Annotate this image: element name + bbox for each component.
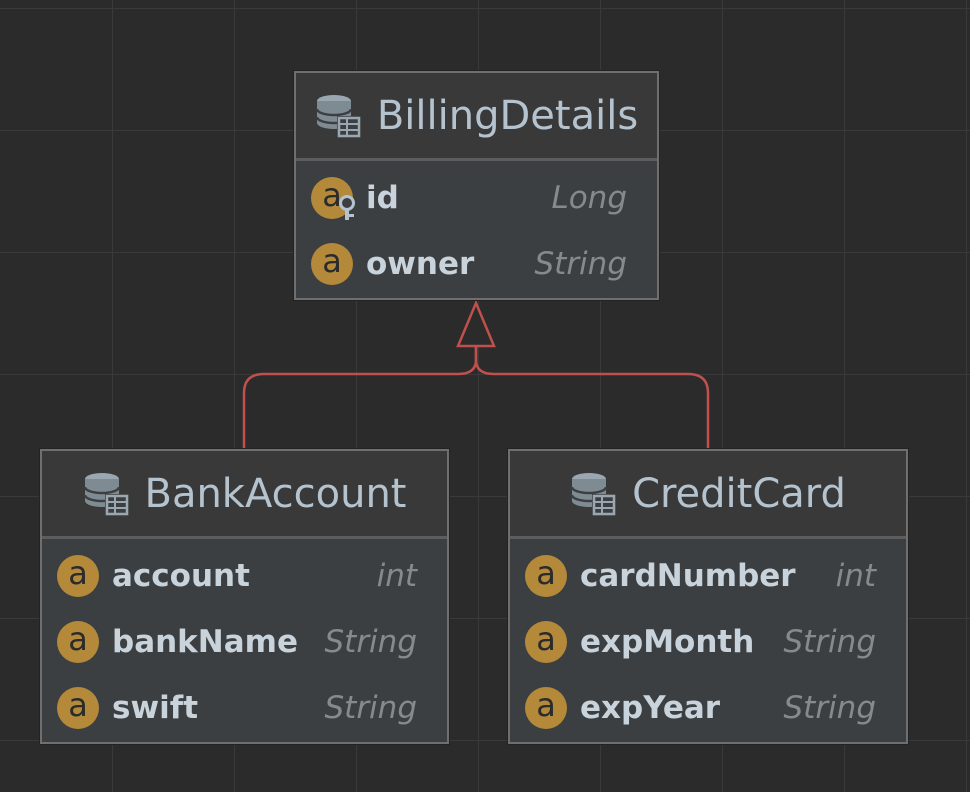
field-type: String: [324, 690, 417, 726]
field-name: swift: [112, 690, 199, 726]
database-table-icon: [570, 472, 617, 516]
inheritance-line-bankaccount: [242, 346, 478, 448]
entity-header: BankAccount: [42, 451, 447, 539]
field-name: expMonth: [580, 624, 755, 660]
entity-creditcard[interactable]: CreditCard a cardNumber int a expMonth S…: [508, 449, 908, 744]
field-type: int: [376, 558, 417, 594]
attribute-badge-icon: a: [525, 621, 567, 663]
attribute-badge-icon: a: [525, 687, 567, 729]
entity-title: CreditCard: [632, 470, 846, 517]
field-row-expmonth[interactable]: a expMonth String: [510, 609, 906, 675]
field-name: bankName: [112, 624, 298, 660]
inheritance-arrowhead: [456, 299, 496, 348]
attribute-badge-icon: a: [57, 687, 99, 729]
field-name: expYear: [580, 690, 721, 726]
field-name: account: [112, 558, 250, 594]
field-list: a cardNumber int a expMonth String a exp…: [510, 543, 906, 741]
attribute-badge-icon: a: [525, 555, 567, 597]
field-row-owner[interactable]: a owner String: [296, 231, 657, 297]
field-type: Long: [551, 180, 627, 216]
attribute-badge-icon: a: [57, 621, 99, 663]
database-table-icon: [315, 94, 361, 138]
field-row-expyear[interactable]: a expYear String: [510, 675, 906, 741]
field-list: a account int a bankName String a swift …: [42, 543, 447, 741]
entity-bankaccount[interactable]: BankAccount a account int a bankName Str…: [40, 449, 449, 744]
field-list: a id Long a owner String: [296, 165, 657, 297]
entity-title: BillingDetails: [376, 92, 639, 139]
key-icon: [339, 195, 355, 220]
entity-title: BankAccount: [144, 470, 407, 517]
field-type: int: [835, 558, 876, 594]
field-name: id: [366, 180, 399, 216]
entity-header: CreditCard: [510, 451, 906, 539]
field-name: cardNumber: [580, 558, 796, 594]
field-row-id[interactable]: a id Long: [296, 165, 657, 231]
database-table-icon: [83, 472, 129, 516]
field-type: String: [783, 690, 876, 726]
attribute-badge-icon: a: [57, 555, 99, 597]
entity-billingdetails[interactable]: BillingDetails a id Long a owner String: [294, 71, 659, 300]
field-row-bankname[interactable]: a bankName String: [42, 609, 447, 675]
field-row-swift[interactable]: a swift String: [42, 675, 447, 741]
field-row-cardnumber[interactable]: a cardNumber int: [510, 543, 906, 609]
field-name: owner: [366, 246, 475, 282]
field-row-account[interactable]: a account int: [42, 543, 447, 609]
field-type: String: [783, 624, 876, 660]
field-type: String: [534, 246, 627, 282]
attribute-badge-icon: a: [311, 243, 353, 285]
entity-header: BillingDetails: [296, 73, 657, 161]
inheritance-line-creditcard: [474, 346, 710, 448]
field-type: String: [324, 624, 417, 660]
